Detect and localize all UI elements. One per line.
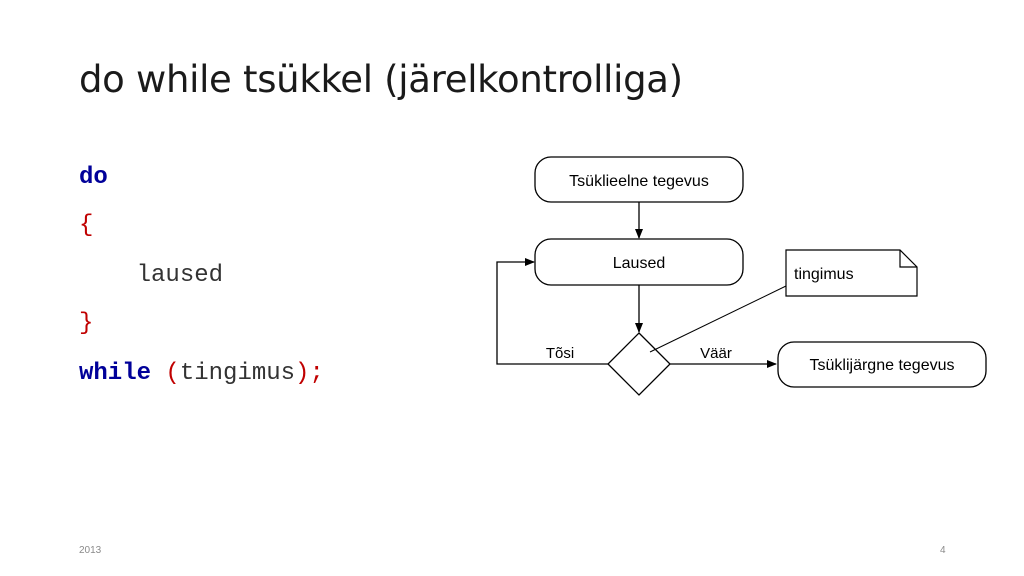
note-anchor-line [649,285,787,353]
statements-label: Laused [613,255,666,272]
code-body-line: laused [79,264,223,288]
footer-year: 2013 [79,545,102,556]
code-condition-close: ); [295,360,324,387]
code-close-brace: } [79,310,94,337]
loop-back-connector [496,258,608,365]
condition-note: tingimus [785,249,918,297]
pre-loop-node: Tsüklieelne tegevus [534,156,744,203]
code-while-line: while (tingimus); [79,362,324,386]
decision-diamond [607,332,671,396]
pre-loop-label: Tsüklieelne tegevus [569,173,709,190]
code-while-keyword: while [79,360,152,387]
code-condition-open: ( [151,360,180,387]
post-loop-node: Tsüklijärgne tegevus [777,341,987,388]
slide-title: do while tsükkel (järelkontrolliga) [79,58,683,101]
false-branch-label: Väär [700,345,732,362]
code-condition: tingimus [179,360,296,387]
footer-page-number: 4 [940,545,946,556]
true-branch-label: Tõsi [546,345,574,362]
post-loop-label: Tsüklijärgne tegevus [810,357,955,374]
condition-note-label: tingimus [794,266,854,283]
code-open-brace: { [79,212,94,239]
statements-node: Laused [534,238,744,286]
code-body-statement: laused [136,262,224,289]
code-do-keyword: do [79,164,108,191]
